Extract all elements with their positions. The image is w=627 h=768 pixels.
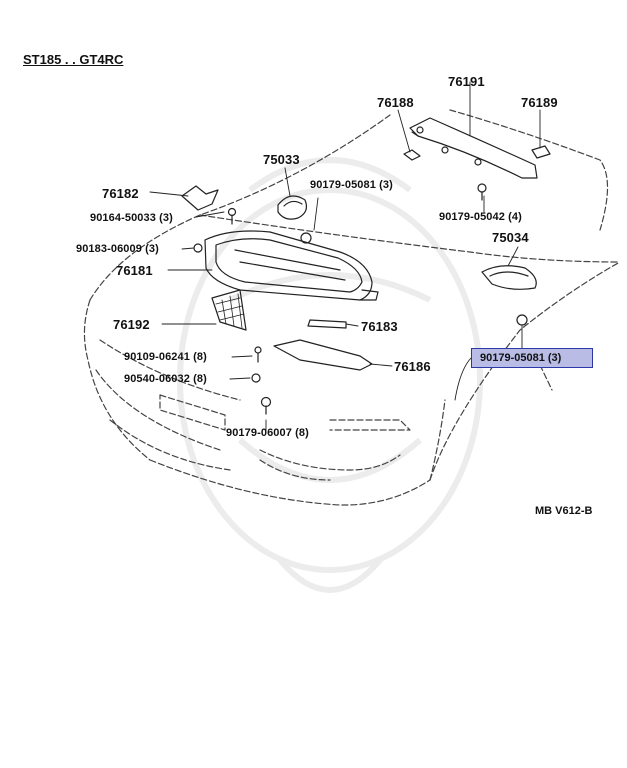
label-76188: 76188	[377, 95, 414, 110]
watermark-emblem	[177, 157, 483, 593]
highlighted-part-90179-05081[interactable]: 90179-05081 (3)	[471, 348, 593, 368]
car-body-outline	[83, 109, 621, 506]
diagram-reference-code: MB V612-B	[535, 505, 593, 517]
diagram-title: ST185 . . GT4RC	[23, 52, 124, 67]
part-76188-cap	[403, 149, 421, 161]
label-76186: 76186	[394, 359, 431, 374]
part-76191-spoiler	[409, 117, 538, 179]
part-76192-mesh	[211, 289, 247, 331]
label-90179-06007: 90179-06007 (8)	[226, 427, 309, 439]
label-76183: 76183	[361, 319, 398, 334]
part-76186-grille	[273, 339, 373, 371]
part-75033-scoop-inner	[283, 200, 303, 207]
label-90179-05042: 90179-05042 (4)	[439, 211, 522, 223]
label-76192: 76192	[113, 317, 150, 332]
part-75034-scoop-inner	[489, 271, 529, 277]
label-76191: 76191	[448, 74, 485, 89]
label-76182: 76182	[102, 186, 139, 201]
part-76181-panel	[204, 230, 379, 301]
label-90540-06032: 90540-06032 (8)	[124, 373, 207, 385]
part-75033-scoop	[277, 195, 308, 220]
label-90179-05081-upper: 90179-05081 (3)	[310, 179, 393, 191]
label-75033: 75033	[263, 152, 300, 167]
label-90183-06009: 90183-06009 (3)	[76, 243, 159, 255]
part-76182-bracket	[181, 185, 219, 211]
part-75034-scoop	[481, 265, 537, 290]
part-76183-strip	[307, 319, 347, 329]
part-76189-cap	[531, 145, 551, 159]
label-75034: 75034	[492, 230, 529, 245]
label-90109-06241: 90109-06241 (8)	[124, 351, 207, 363]
leader-lines	[149, 81, 541, 431]
label-76189: 76189	[521, 95, 558, 110]
highlighted-part-label: 90179-05081 (3)	[480, 352, 562, 364]
label-76181: 76181	[116, 263, 153, 278]
label-90164-50033: 90164-50033 (3)	[90, 212, 173, 224]
